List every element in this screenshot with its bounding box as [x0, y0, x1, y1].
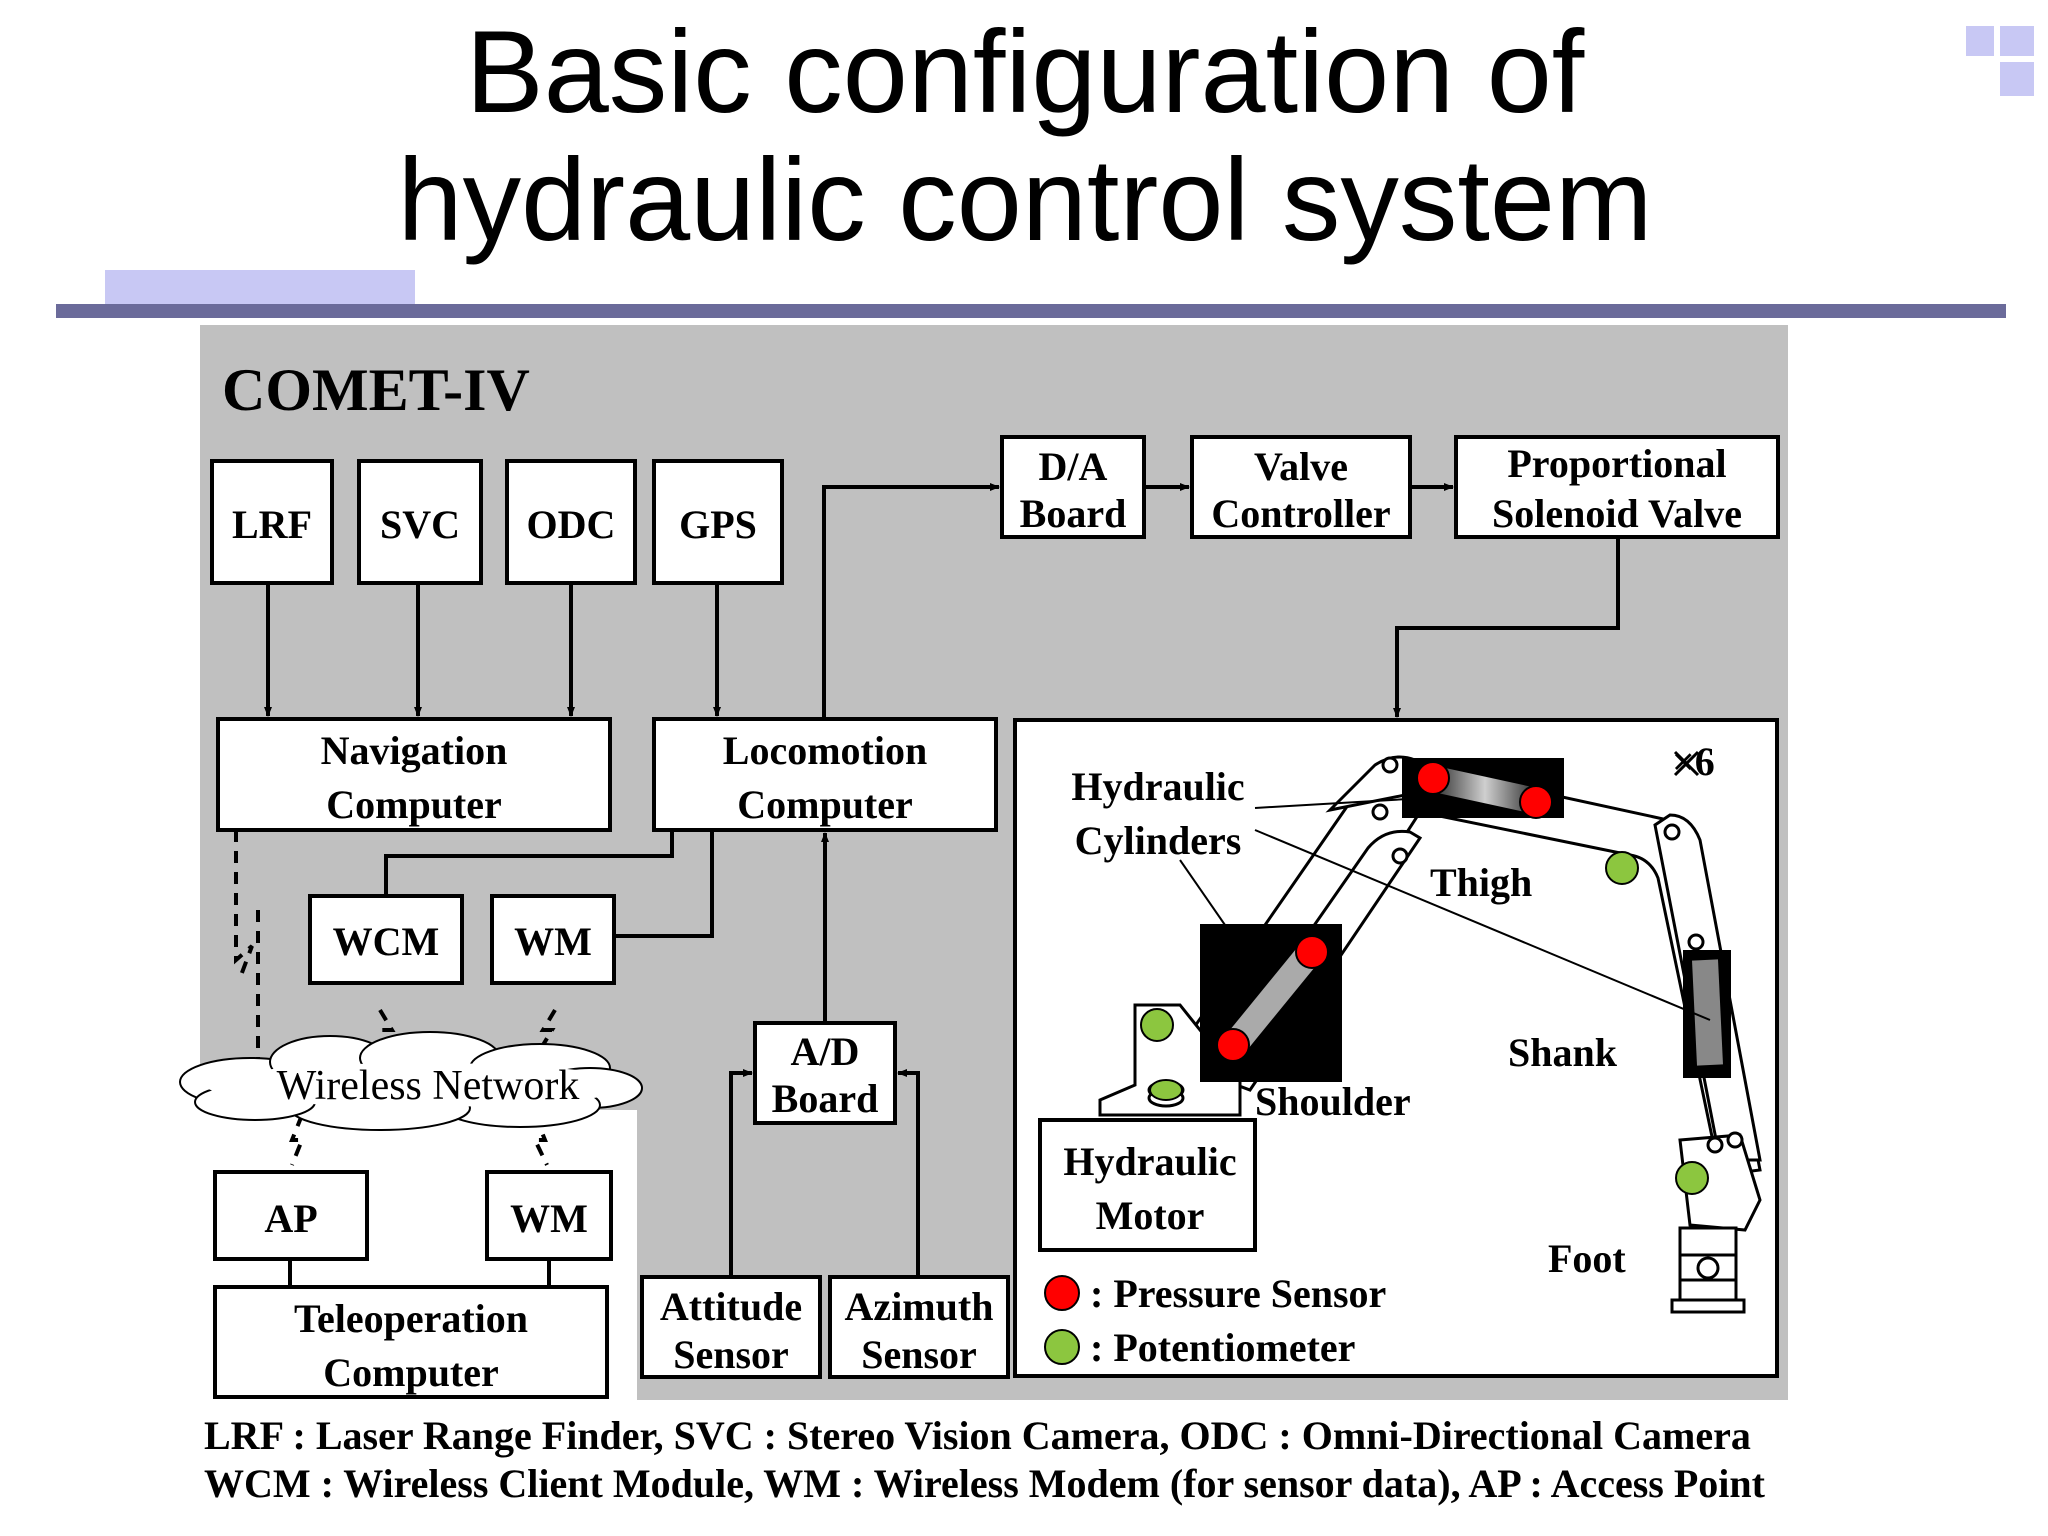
hydraulic-motor-label-2: Motor — [1096, 1193, 1205, 1238]
odc-label: ODC — [527, 502, 616, 547]
azimuth-sensor-label-2: Sensor — [861, 1332, 977, 1377]
system-name: COMET-IV — [222, 357, 530, 423]
prop-to-leg-arrow — [1393, 537, 1620, 718]
wireless-network-label: Wireless Network — [277, 1063, 580, 1109]
footnote-line-2: WCM : Wireless Client Module, WM : Wirel… — [204, 1461, 1765, 1506]
ap-box — [213, 1170, 369, 1261]
wm-base-label: WM — [510, 1196, 588, 1241]
teleoperation-computer-box — [213, 1285, 609, 1399]
azimuth-sensor-box — [828, 1275, 1010, 1379]
proportional-valve-box — [1454, 435, 1780, 539]
attitude-to-ad-arrow — [729, 1069, 753, 1277]
valve-controller-box — [1190, 435, 1412, 539]
locomotion-computer-box — [652, 717, 998, 832]
slide-title: Basic configuration of hydraulic control… — [300, 8, 1750, 264]
teleoperation-computer-label-2: Computer — [323, 1350, 499, 1395]
attitude-sensor-label-2: Sensor — [673, 1332, 789, 1377]
wm-robot-box — [490, 894, 616, 985]
da-board-box — [1000, 435, 1146, 539]
lrf-label: LRF — [232, 502, 312, 547]
thigh-label: Thigh — [1430, 860, 1532, 905]
ad-board-box — [753, 1021, 897, 1125]
svc-box — [357, 459, 483, 585]
ad-board-label-1: A/D — [791, 1029, 860, 1074]
slide-corner-squares-icon — [1966, 26, 2034, 96]
attitude-sensor-label-1: Attitude — [660, 1284, 802, 1329]
title-line-1: Basic configuration of — [465, 6, 1585, 137]
title-divider-bar — [56, 304, 2006, 318]
wcm-box — [308, 894, 464, 985]
loco-to-wcm-line — [384, 830, 674, 896]
azimuth-to-ad-arrow — [897, 1069, 920, 1277]
wcm-label: WCM — [333, 919, 440, 964]
potentiometer-legend-label: : Potentiometer — [1090, 1325, 1355, 1370]
gps-label: GPS — [679, 502, 757, 547]
loco-to-da-arrow — [822, 483, 1000, 719]
ad-board-label-2: Board — [772, 1076, 879, 1121]
hydraulic-motor-label-1: Hydraulic — [1063, 1139, 1236, 1184]
hydraulic-cylinders-label-1: Hydraulic — [1071, 764, 1244, 809]
proportional-valve-label-1: Proportional — [1507, 441, 1726, 486]
pressure-sensor-legend-icon — [1044, 1275, 1080, 1311]
connectors — [264, 483, 1620, 1287]
hydraulic-leg-drawing — [1038, 750, 1762, 1314]
shank-label: Shank — [1508, 1030, 1618, 1075]
proportional-valve-label-2: Solenoid Valve — [1492, 491, 1742, 536]
foot-label: Foot — [1548, 1236, 1626, 1281]
locomotion-computer-label-2: Computer — [737, 782, 913, 827]
da-board-label-2: Board — [1020, 491, 1127, 536]
hydraulic-cylinders-label-2: Cylinders — [1075, 818, 1242, 863]
wm-robot-label: WM — [514, 919, 592, 964]
wireless-link-icon — [234, 830, 557, 1166]
footnote-line-1: LRF : Laser Range Finder, SVC : Stereo V… — [204, 1413, 1751, 1458]
svc-label: SVC — [380, 502, 460, 547]
navigation-computer-label-1: Navigation — [321, 728, 508, 773]
valve-controller-label-2: Controller — [1211, 491, 1390, 536]
teleoperation-computer-label-1: Teleoperation — [294, 1296, 528, 1341]
potentiometer-legend-icon — [1044, 1329, 1080, 1365]
shoulder-label: Shoulder — [1255, 1079, 1411, 1124]
pressure-sensor-legend-label: : Pressure Sensor — [1090, 1271, 1386, 1316]
title-line-2: hydraulic control system — [397, 134, 1653, 265]
loco-to-wm-line — [614, 830, 714, 938]
navigation-computer-box — [216, 717, 612, 832]
valve-controller-label-1: Valve — [1254, 444, 1348, 489]
ap-label: AP — [264, 1196, 317, 1241]
leg-multiplier-label: ×6 — [1672, 739, 1715, 784]
azimuth-sensor-label-1: Azimuth — [845, 1284, 994, 1329]
da-board-label-1: D/A — [1039, 444, 1108, 489]
title-accent-light — [105, 270, 415, 304]
hydraulic-motor-box — [1038, 1118, 1257, 1252]
wireless-network-cloud: Wireless Network — [179, 1031, 643, 1131]
navigation-computer-label-2: Computer — [326, 782, 502, 827]
locomotion-computer-label-1: Locomotion — [723, 728, 927, 773]
lrf-box — [210, 459, 334, 585]
times-icon — [1673, 750, 1700, 777]
